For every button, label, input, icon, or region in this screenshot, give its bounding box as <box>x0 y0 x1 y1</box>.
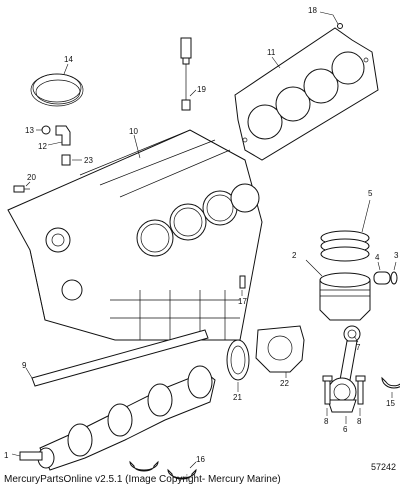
callout-18: 18 <box>308 6 317 15</box>
part-13-plug <box>36 125 51 135</box>
callout-19: 19 <box>197 85 206 94</box>
part-12-elbow-fitting <box>47 125 71 146</box>
part-2-piston <box>305 259 371 321</box>
callout-20: 20 <box>27 173 36 182</box>
callout-2: 2 <box>292 251 297 260</box>
part-10-engine-block <box>7 129 263 341</box>
part-23-fitting <box>61 154 82 166</box>
part-3-clip <box>390 261 398 285</box>
part-18-dowel <box>319 11 343 29</box>
callout-22: 22 <box>280 379 289 388</box>
part-20-sensor <box>13 181 31 193</box>
part-7-connecting-rod <box>327 325 361 407</box>
part-21-rear-seal <box>226 339 250 392</box>
part-22-seal-retainer <box>255 325 305 378</box>
callout-6: 6 <box>343 425 348 434</box>
part-16-main-bearings <box>129 460 197 480</box>
callout-1: 1 <box>4 451 9 460</box>
part-5-piston-rings <box>320 199 371 262</box>
callout-8-right: 8 <box>357 417 362 426</box>
callout-9: 9 <box>22 361 27 370</box>
image-caption: MercuryPartsOnline v2.5.1 (Image Copyrig… <box>4 474 281 485</box>
callout-23: 23 <box>84 156 93 165</box>
callout-12: 12 <box>38 142 47 151</box>
part-6-rod-cap <box>327 399 357 424</box>
figure-id: 57242 <box>371 462 397 472</box>
callout-21: 21 <box>233 393 242 402</box>
part-9-gasket-strip <box>25 329 209 387</box>
callout-15: 15 <box>386 399 395 408</box>
callout-10: 10 <box>129 127 138 136</box>
callout-14: 14 <box>64 55 73 64</box>
callout-5: 5 <box>368 189 373 198</box>
part-8-rod-bolt-left <box>322 375 333 416</box>
part-17-dowel <box>239 275 246 296</box>
callout-8-left: 8 <box>324 417 329 426</box>
callout-13: 13 <box>25 126 34 135</box>
callout-4: 4 <box>375 253 380 262</box>
part-8-rod-bolt-right <box>355 375 366 416</box>
part-14-coiled-tube <box>30 63 84 107</box>
callout-7: 7 <box>356 343 361 352</box>
callout-17: 17 <box>238 297 247 306</box>
callout-16: 16 <box>196 455 205 464</box>
part-4-piston-pin <box>373 261 391 285</box>
part-19-sensor <box>180 37 197 111</box>
part-15-rod-bearing <box>381 376 400 398</box>
callout-3: 3 <box>394 251 399 260</box>
part-11-head-gasket <box>234 27 379 161</box>
callout-11: 11 <box>267 48 276 57</box>
part-1-crankshaft <box>11 365 216 471</box>
